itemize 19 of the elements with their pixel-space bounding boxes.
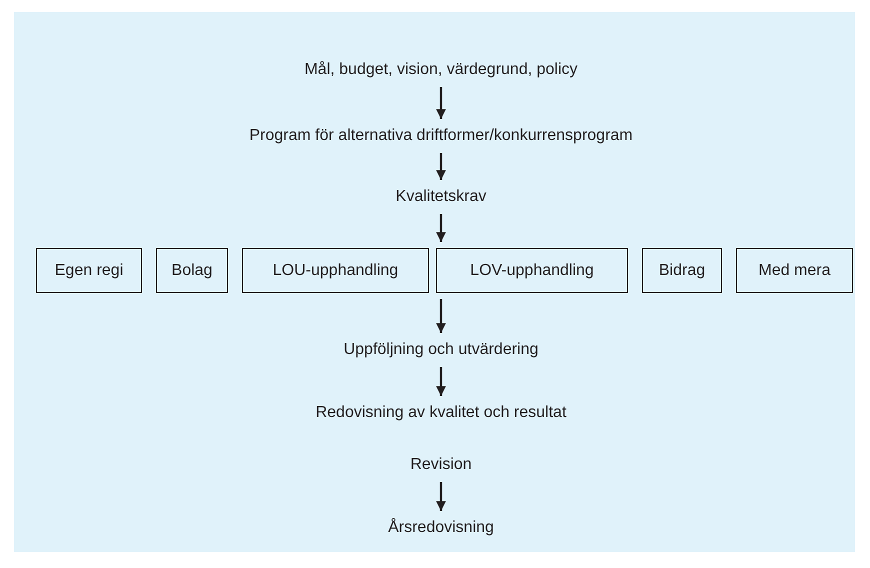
step-label: Kvalitetskrav: [396, 186, 486, 208]
option-box: Egen regi: [36, 248, 142, 293]
arrow: [436, 299, 446, 333]
option-box: Med mera: [736, 248, 853, 293]
option-box: LOV-upphandling: [436, 248, 628, 293]
step-label: Mål, budget, vision, värdegrund, policy: [304, 59, 578, 81]
step-label: Program för alternativa driftformer/konkurrensprogram: [249, 125, 633, 147]
option-box: LOU-upphandling: [242, 248, 429, 293]
arrow: [436, 214, 446, 242]
option-box: Bidrag: [642, 248, 722, 293]
arrow: [436, 482, 446, 511]
step-label: Årsredovisning: [388, 517, 494, 539]
step-label: Uppföljning och utvärdering: [344, 339, 538, 361]
arrow: [436, 367, 446, 396]
step-label: Redovisning av kvalitet och resultat: [316, 402, 566, 424]
arrow: [436, 153, 446, 180]
step-label: Revision: [410, 454, 472, 476]
option-box: Bolag: [156, 248, 228, 293]
arrow: [436, 87, 446, 119]
